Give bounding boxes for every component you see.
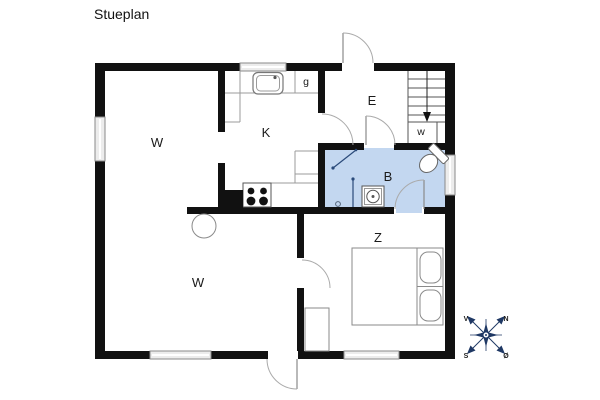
stove-icon bbox=[242, 182, 272, 208]
room-label-kitchen: K bbox=[262, 125, 271, 140]
bed-icon bbox=[351, 247, 444, 326]
toilet-icon bbox=[419, 143, 449, 173]
shower-icon bbox=[331, 148, 358, 207]
compass-letter-west: V bbox=[464, 316, 469, 323]
wardrobe bbox=[304, 307, 330, 352]
compass-rose: V N S Ø bbox=[464, 316, 509, 360]
plan-title: Stueplan bbox=[94, 6, 150, 22]
living-exterior-door bbox=[266, 358, 298, 390]
pillow bbox=[419, 251, 442, 284]
room-label-living-upper: W bbox=[151, 135, 164, 150]
room-label-bedroom: Z bbox=[374, 230, 382, 245]
staircase bbox=[407, 71, 445, 143]
entry-bathroom-door bbox=[365, 115, 396, 146]
exterior-walls bbox=[95, 63, 455, 359]
room-label-bathroom: B bbox=[384, 169, 393, 184]
room-label-entry: E bbox=[368, 93, 377, 108]
kitchen-sink bbox=[252, 71, 284, 95]
bathroom-door-threshold bbox=[396, 207, 422, 213]
kitchen-entry-door bbox=[321, 113, 354, 146]
chimney-block bbox=[224, 190, 243, 208]
compass-letter-south: S bbox=[464, 353, 469, 360]
stair-direction-arrow bbox=[423, 112, 431, 122]
window-midlines bbox=[99, 66, 451, 356]
entry-exterior-door bbox=[342, 32, 374, 64]
compass-letter-north: N bbox=[503, 316, 508, 323]
interior-walls bbox=[187, 71, 445, 351]
compass-letter-east: Ø bbox=[503, 353, 509, 360]
room-label-cupboard: g bbox=[303, 76, 309, 88]
pillow bbox=[419, 289, 442, 322]
round-table-icon bbox=[191, 213, 217, 239]
doors bbox=[266, 32, 425, 390]
floor-drain-icon bbox=[335, 201, 341, 207]
faucet-dot bbox=[273, 75, 277, 80]
washing-machine-icon bbox=[361, 185, 385, 208]
bedroom-living-door bbox=[301, 259, 331, 289]
bathroom-bedroom-door bbox=[394, 179, 425, 210]
room-label-wc: w bbox=[416, 126, 425, 138]
room-label-living-lower: W bbox=[192, 275, 205, 290]
